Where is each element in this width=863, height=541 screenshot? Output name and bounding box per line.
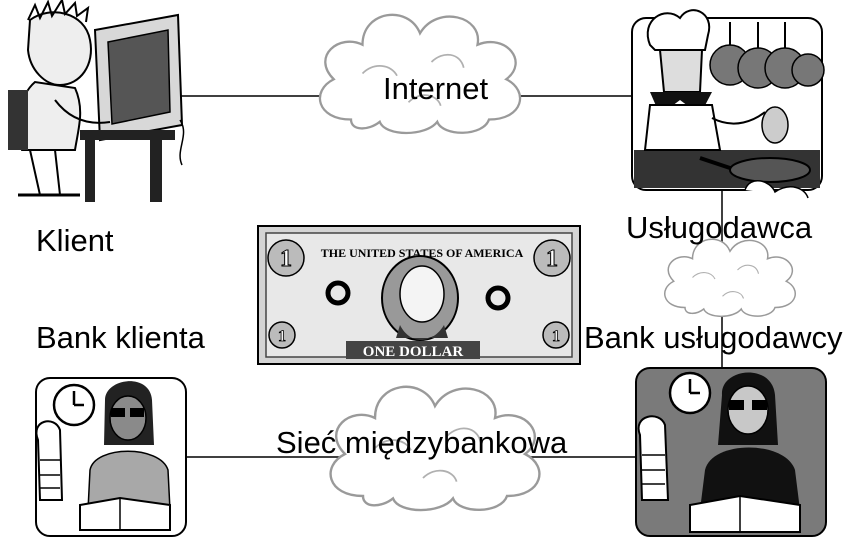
banknote-numeral-top-left: 1 xyxy=(280,246,292,272)
interbank-label: Sieć międzybankowa xyxy=(276,425,568,460)
banknote-numeral-bottom-right: 1 xyxy=(552,328,560,345)
client-bank-label: Bank klienta xyxy=(36,320,205,355)
dollar-banknote-icon xyxy=(257,225,581,365)
provider-bank-label: Bank usługodawcy xyxy=(584,320,843,355)
chef-cooking-icon xyxy=(631,9,825,199)
banknote-numeral-bottom-left: 1 xyxy=(278,328,286,345)
person-at-computer-icon xyxy=(8,0,185,202)
banknote-country-text: THE UNITED STATES OF AMERICA xyxy=(321,246,524,260)
banknote-numeral-top-right: 1 xyxy=(546,246,558,272)
banknote-denomination-text: ONE DOLLAR xyxy=(363,344,464,360)
bank-clerk-icon xyxy=(35,377,187,537)
bank-network-cloud-icon xyxy=(664,238,796,318)
internet-label: Internet xyxy=(383,71,489,106)
bank-clerk-dark-icon xyxy=(635,367,827,537)
provider-label: Usługodawca xyxy=(626,210,813,245)
client-label: Klient xyxy=(36,223,114,258)
